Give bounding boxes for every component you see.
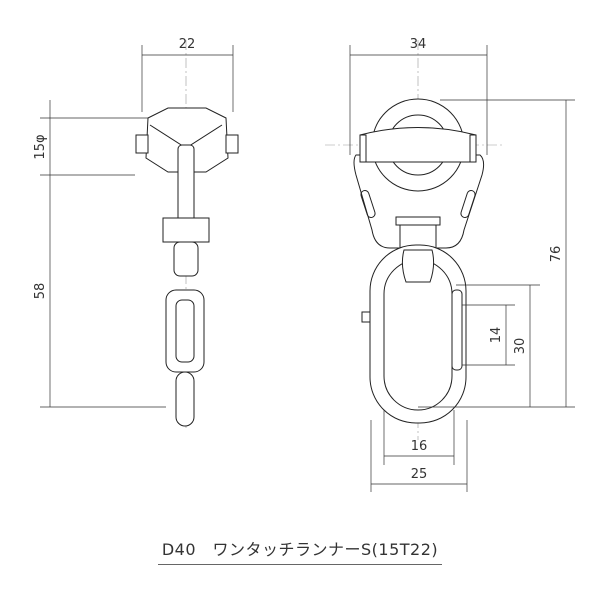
- dim-side-width: 22: [179, 37, 196, 52]
- drawing-title: D40 ワンタッチランナーS(15T22): [158, 536, 442, 565]
- dim-hook-outer-width: 25: [411, 467, 428, 482]
- dimension-lines: [40, 45, 575, 492]
- dim-side-height: 58: [33, 283, 48, 300]
- dim-hook-height: 30: [513, 338, 528, 355]
- side-view: [135, 107, 239, 427]
- dim-gate-height: 14: [489, 327, 504, 344]
- dim-front-width: 34: [410, 37, 427, 52]
- dim-hook-inner-width: 16: [411, 439, 428, 454]
- front-view: [353, 98, 485, 424]
- dim-wheel-diameter: 15φ: [33, 134, 48, 159]
- dim-front-height: 76: [549, 246, 564, 263]
